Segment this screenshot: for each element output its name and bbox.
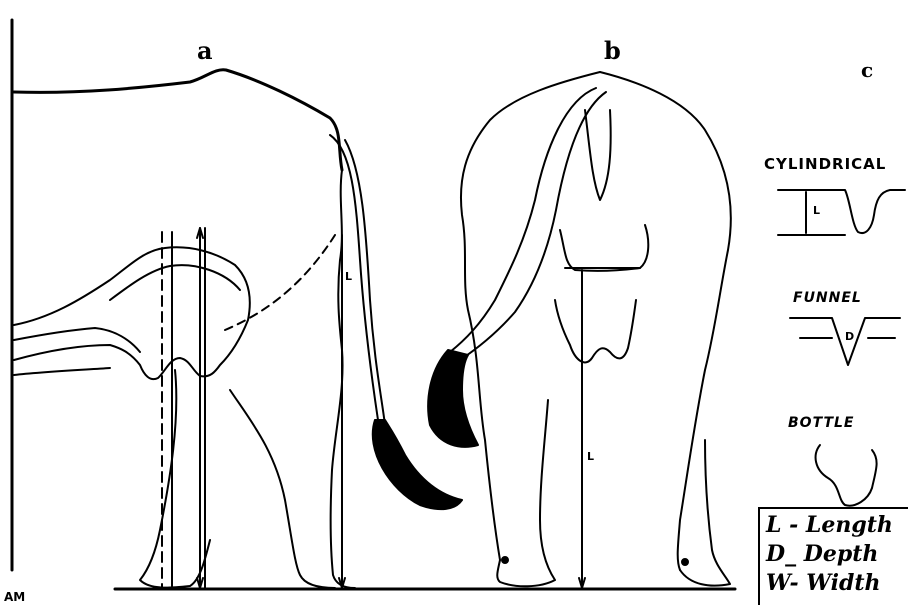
panel-c-label: c	[861, 58, 873, 82]
legend-box: L - Length D_ Depth W- Width	[758, 507, 908, 605]
length-mark-b: L	[587, 450, 594, 463]
hoof-mark-1	[502, 557, 508, 563]
cow-a-belly-line	[14, 368, 110, 375]
cow-a-udder-dashed	[225, 235, 335, 330]
legend-depth: D_ Depth	[766, 540, 908, 569]
panel-a-label: a	[197, 36, 213, 65]
panel-b-label: b	[604, 36, 621, 65]
cow-a-udder-outline	[14, 247, 250, 379]
length-mark-c: L	[813, 204, 820, 217]
teat-cylindrical	[778, 190, 905, 233]
teat-bottle	[816, 445, 877, 506]
cow-a-udder-inner	[110, 265, 240, 300]
cow-a-back-outline	[14, 70, 342, 170]
cow-b-udder-lower	[555, 300, 636, 362]
bottle-label: BOTTLE	[788, 415, 854, 431]
cow-b-body-right	[600, 72, 731, 570]
cow-a-hind-leg	[230, 390, 335, 588]
funnel-label: FUNNEL	[793, 290, 862, 306]
depth-mark-c: D	[845, 330, 854, 343]
hoof-mark-2	[682, 559, 688, 565]
cow-b-vulva	[585, 110, 611, 200]
length-mark-a: L	[345, 270, 352, 283]
legend-length: L - Length	[766, 511, 908, 540]
cow-b-udder	[560, 225, 648, 271]
cylindrical-label: CYLINDRICAL	[764, 155, 886, 173]
legend-width: W- Width	[766, 569, 908, 598]
artist-initials: AM	[4, 590, 25, 604]
cow-b-body-left	[461, 72, 600, 560]
cow-b-tail-switch	[428, 350, 478, 447]
